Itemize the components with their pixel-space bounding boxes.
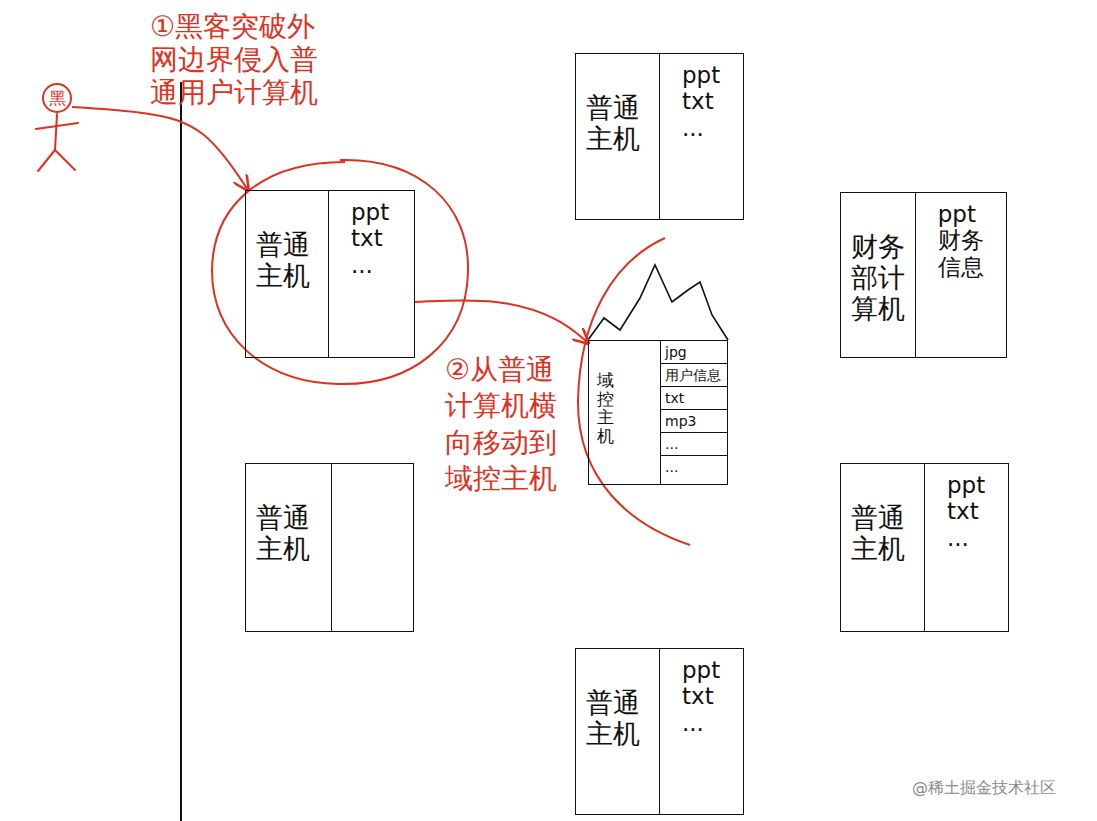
file-item: ... [351, 252, 406, 278]
file-row: jpg [661, 341, 727, 364]
host-box: 普通主机 ppttxt... [575, 648, 744, 815]
file-row: ... [661, 456, 727, 479]
host-name: 域控主机 [597, 371, 614, 446]
name-column: 普通主机 [576, 649, 660, 814]
file-item: ... [682, 115, 737, 141]
file-column [332, 464, 413, 631]
file-item: txt [682, 683, 737, 709]
name-column: 普通主机 [246, 191, 329, 357]
host-box: 普通主机 ppttxt... [840, 463, 1009, 632]
file-item: 财务信息 [938, 227, 993, 280]
file-row: txt [661, 387, 727, 410]
name-column: 普通主机 [576, 54, 660, 219]
step-note: ②从普通计算机横向移动到域控主机 [445, 352, 565, 498]
hacker-head: 黑 [42, 83, 72, 113]
file-item: ... [682, 710, 737, 736]
host-name: 普通主机 [851, 502, 908, 564]
file-item: ... [665, 433, 678, 455]
file-item: txt [682, 88, 737, 114]
network-boundary [180, 82, 182, 821]
watermark: @稀土掘金技术社区 [912, 778, 1092, 797]
file-row: mp3 [661, 410, 727, 433]
file-item: ... [947, 525, 1002, 551]
name-column: 财务部计算机 [841, 193, 916, 357]
crown-roof [588, 265, 728, 340]
file-column: ppttxt... [329, 191, 414, 357]
file-item: ppt [351, 199, 406, 225]
hacker-label: 黑 [49, 90, 66, 107]
host-name: 普通主机 [586, 687, 643, 749]
file-item: ppt [947, 472, 1002, 498]
file-column: ppttxt... [660, 649, 743, 814]
attack-arrow [72, 107, 248, 190]
host-name: 普通主机 [586, 92, 643, 154]
attack-arrow [415, 300, 588, 343]
hacker-body [36, 114, 78, 171]
step-note: ①黑客突破外网边界侵入普通用户计算机 [150, 10, 328, 109]
file-row: 用户信息 [661, 364, 727, 387]
name-column: 普通主机 [246, 464, 332, 631]
host-box: 普通主机 ppttxt... [575, 53, 744, 220]
file-item: mp3 [665, 410, 696, 432]
file-item: txt [351, 225, 406, 251]
highlight-arc [578, 238, 690, 545]
file-item: txt [947, 498, 1002, 524]
host-name: 普通主机 [256, 229, 313, 291]
file-item: ppt [682, 62, 737, 88]
highlight-circle [212, 160, 468, 384]
file-column: ppttxt... [925, 464, 1008, 631]
host-name: 普通主机 [256, 502, 313, 564]
file-item: txt [665, 387, 684, 409]
file-item: 用户信息 [665, 364, 721, 386]
host-box: 财务部计算机ppt财务信息 [840, 192, 1007, 358]
name-column: 域控主机 [589, 341, 661, 484]
file-row: ... [661, 433, 727, 456]
host-box: 普通主机 ppttxt... [245, 190, 415, 358]
file-column: ppt财务信息 [916, 193, 1006, 357]
host-name: 财务部计算机 [851, 231, 908, 324]
name-column: 普通主机 [841, 464, 925, 631]
file-item: ppt [938, 201, 993, 227]
file-item: jpg [665, 341, 687, 363]
host-box: 普通主机 [245, 463, 414, 632]
file-item: ... [665, 456, 678, 478]
domain-controller-box: 域控主机 jpg用户信息txtmp3...... [588, 340, 728, 485]
file-column: jpg用户信息txtmp3...... [661, 341, 727, 484]
file-item: ppt [682, 657, 737, 683]
file-column: ppttxt... [660, 54, 743, 219]
